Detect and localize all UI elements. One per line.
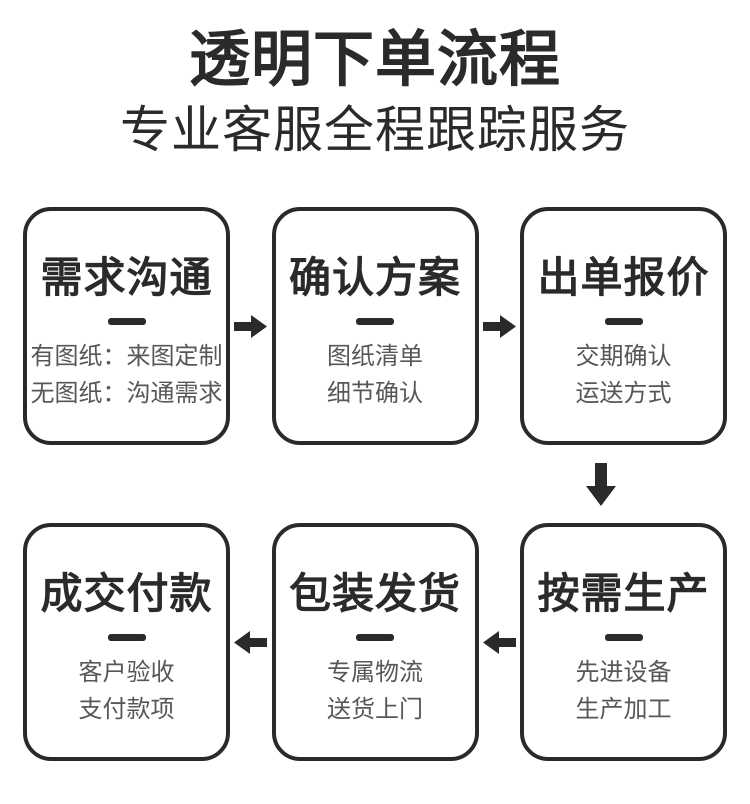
- step-detail: 运送方式: [575, 380, 672, 407]
- step-title: 出单报价: [537, 254, 710, 301]
- flow-row-bottom: 成交付款 客户验收 支付款项 包装发货 专属物流 送货上门 按需生产 先进设备: [23, 523, 727, 761]
- divider-dash: [604, 318, 643, 325]
- step-title: 需求沟通: [40, 254, 213, 301]
- step-detail: 图纸清单: [327, 343, 423, 370]
- step-card-payment: 成交付款 客户验收 支付款项: [23, 523, 230, 761]
- arrow-left-icon: [479, 630, 521, 655]
- step-detail: 生产加工: [575, 696, 672, 723]
- page-title: 透明下单流程: [188, 25, 561, 93]
- flow-connector-row: [23, 445, 727, 523]
- step-title: 按需生产: [537, 570, 710, 617]
- step-detail: 有图纸：来图定制: [30, 343, 223, 370]
- arrow-right-icon: [479, 314, 521, 339]
- divider-dash: [107, 318, 146, 325]
- step-title: 成交付款: [40, 570, 213, 617]
- step-detail: 交期确认: [575, 343, 672, 370]
- step-card-confirm-plan: 确认方案 图纸清单 细节确认: [271, 207, 479, 445]
- step-detail: 支付款项: [78, 696, 175, 723]
- arrow-down-icon: [497, 462, 704, 506]
- process-flow: 需求沟通 有图纸：来图定制 无图纸：沟通需求 确认方案 图纸清单 细节确认 出单…: [0, 207, 750, 761]
- divider-dash: [107, 634, 146, 641]
- page-subtitle: 专业客服全程跟踪服务: [120, 102, 630, 158]
- arrow-left-icon: [230, 630, 272, 655]
- divider-dash: [604, 634, 643, 641]
- flow-row-top: 需求沟通 有图纸：来图定制 无图纸：沟通需求 确认方案 图纸清单 细节确认 出单…: [23, 207, 727, 445]
- divider-dash: [356, 318, 394, 325]
- step-card-quotation: 出单报价 交期确认 运送方式: [520, 207, 727, 445]
- divider-dash: [356, 634, 394, 641]
- arrow-right-icon: [230, 314, 272, 339]
- step-detail: 细节确认: [327, 380, 423, 407]
- step-detail: 客户验收: [78, 659, 175, 686]
- step-detail: 送货上门: [327, 696, 423, 723]
- header: 透明下单流程 专业客服全程跟踪服务: [0, 0, 750, 159]
- step-detail: 先进设备: [575, 659, 672, 686]
- step-card-requirements: 需求沟通 有图纸：来图定制 无图纸：沟通需求: [23, 207, 230, 445]
- step-title: 包装发货: [288, 570, 461, 617]
- step-card-shipping: 包装发货 专属物流 送货上门: [271, 523, 479, 761]
- step-detail: 无图纸：沟通需求: [30, 380, 223, 407]
- step-detail: 专属物流: [327, 659, 423, 686]
- step-card-production: 按需生产 先进设备 生产加工: [520, 523, 727, 761]
- step-title: 确认方案: [288, 254, 461, 301]
